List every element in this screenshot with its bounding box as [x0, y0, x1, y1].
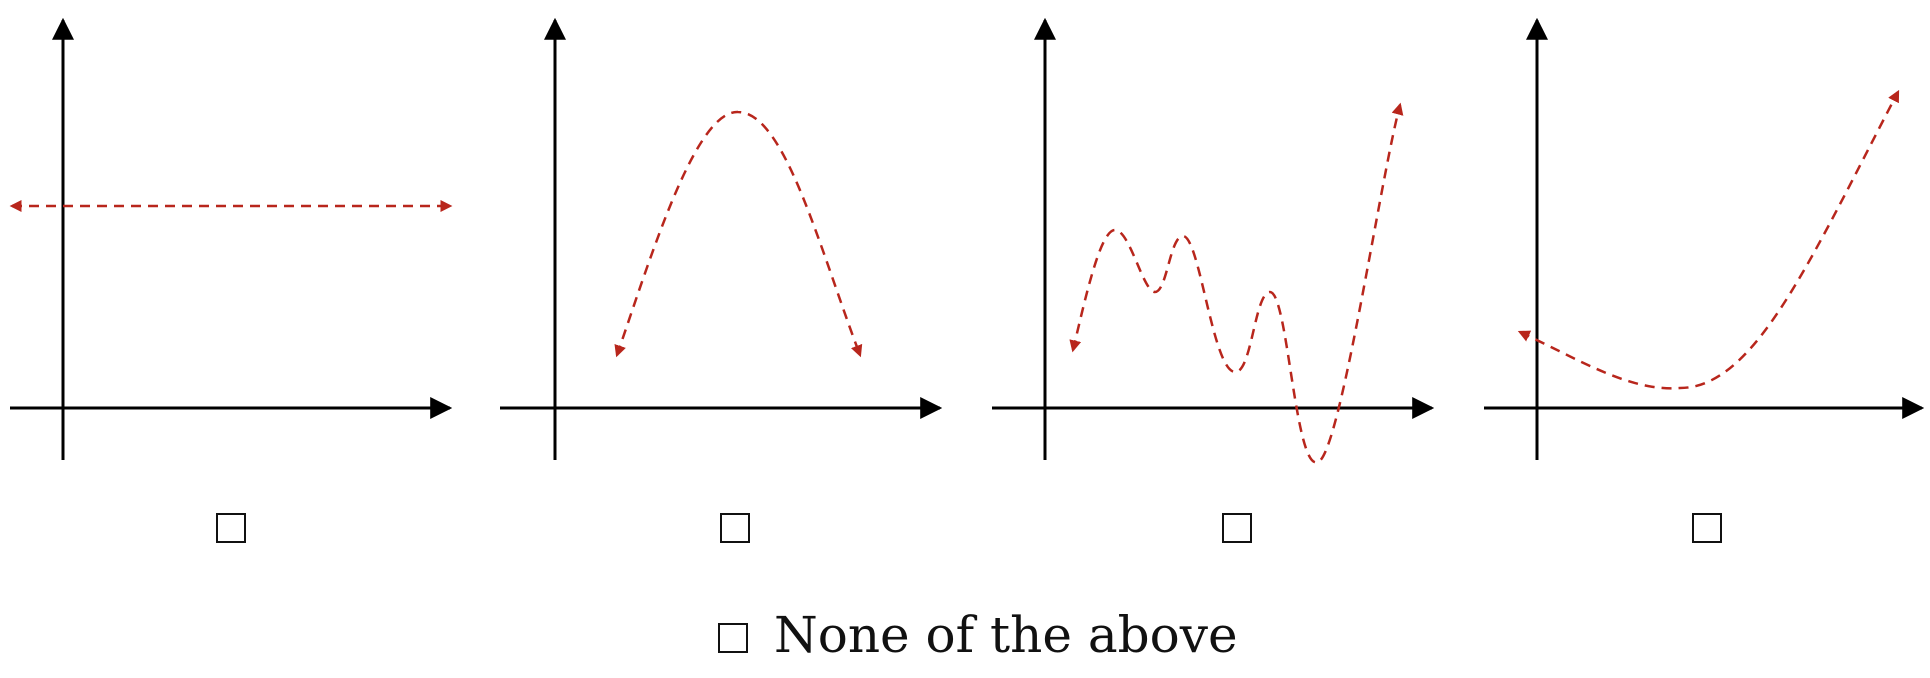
option-d-checkbox[interactable] — [1692, 513, 1722, 543]
graph-a — [9, 17, 453, 460]
none-of-the-above-option[interactable]: None of the above — [718, 600, 1238, 670]
graph-d-axes — [1484, 17, 1925, 460]
graph-b-curve — [614, 110, 863, 358]
graph-c-axes — [992, 17, 1435, 460]
graph-a-axes — [10, 17, 453, 460]
graph-c-curve — [1069, 102, 1404, 464]
graph-b-axes — [500, 17, 943, 460]
option-a-checkbox[interactable] — [216, 513, 246, 543]
graph-d — [1484, 17, 1925, 460]
graph-d-curve — [1517, 89, 1900, 390]
none-of-the-above-label: None of the above — [774, 606, 1238, 664]
option-c-checkbox[interactable] — [1222, 513, 1252, 543]
option-b-checkbox[interactable] — [720, 513, 750, 543]
graph-c — [992, 17, 1435, 464]
graph-b — [500, 17, 943, 460]
none-of-the-above-checkbox[interactable] — [718, 623, 748, 653]
